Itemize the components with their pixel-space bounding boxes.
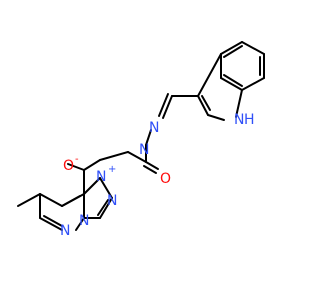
bond (143, 165, 157, 174)
atom-o-carbonyl: O (160, 171, 171, 187)
bond (39, 193, 63, 207)
atom-n-triazole: N (107, 193, 117, 209)
atom-n-indole: N (234, 112, 244, 128)
atom-n-hydrazone-2: N (139, 142, 149, 158)
bond (207, 114, 225, 121)
bond (127, 151, 147, 163)
bond (241, 41, 265, 55)
atoms: O - N + O N N N H N N N (60, 112, 255, 239)
bond (145, 129, 152, 146)
bond (220, 77, 243, 91)
bond (158, 93, 169, 117)
bond (201, 95, 211, 111)
atom-n-plus-charge: + (108, 164, 116, 175)
atom-n-plus: N (96, 169, 106, 185)
atom-o-minus: O (63, 158, 74, 174)
bond (220, 41, 243, 55)
bond (97, 199, 109, 216)
bond (43, 215, 63, 227)
canvas-background (0, 0, 300, 300)
bond (223, 74, 243, 87)
atom-n-hydrazone-1: N (149, 120, 159, 136)
bond (75, 217, 85, 231)
bond (61, 195, 81, 207)
bond (99, 177, 113, 199)
bond (99, 197, 113, 219)
bond (17, 193, 41, 207)
bond (39, 217, 63, 231)
bond (197, 95, 209, 116)
bond (223, 45, 243, 58)
atom-n-bridge: N (79, 213, 89, 229)
bonds (17, 41, 265, 231)
atom-o-minus-charge: - (75, 154, 79, 165)
bond (241, 77, 265, 91)
bond (145, 161, 159, 170)
atom-n-pyridazine: N (60, 223, 70, 239)
bond (83, 159, 101, 171)
bond (67, 163, 85, 171)
bond (235, 89, 243, 118)
bond (99, 151, 129, 161)
atom-h-indole: H (244, 112, 255, 128)
bond (197, 53, 222, 97)
bond (162, 95, 173, 119)
chemical-structure-diagram: O - N + O N N N H N N N (0, 0, 300, 300)
bond (83, 177, 101, 195)
